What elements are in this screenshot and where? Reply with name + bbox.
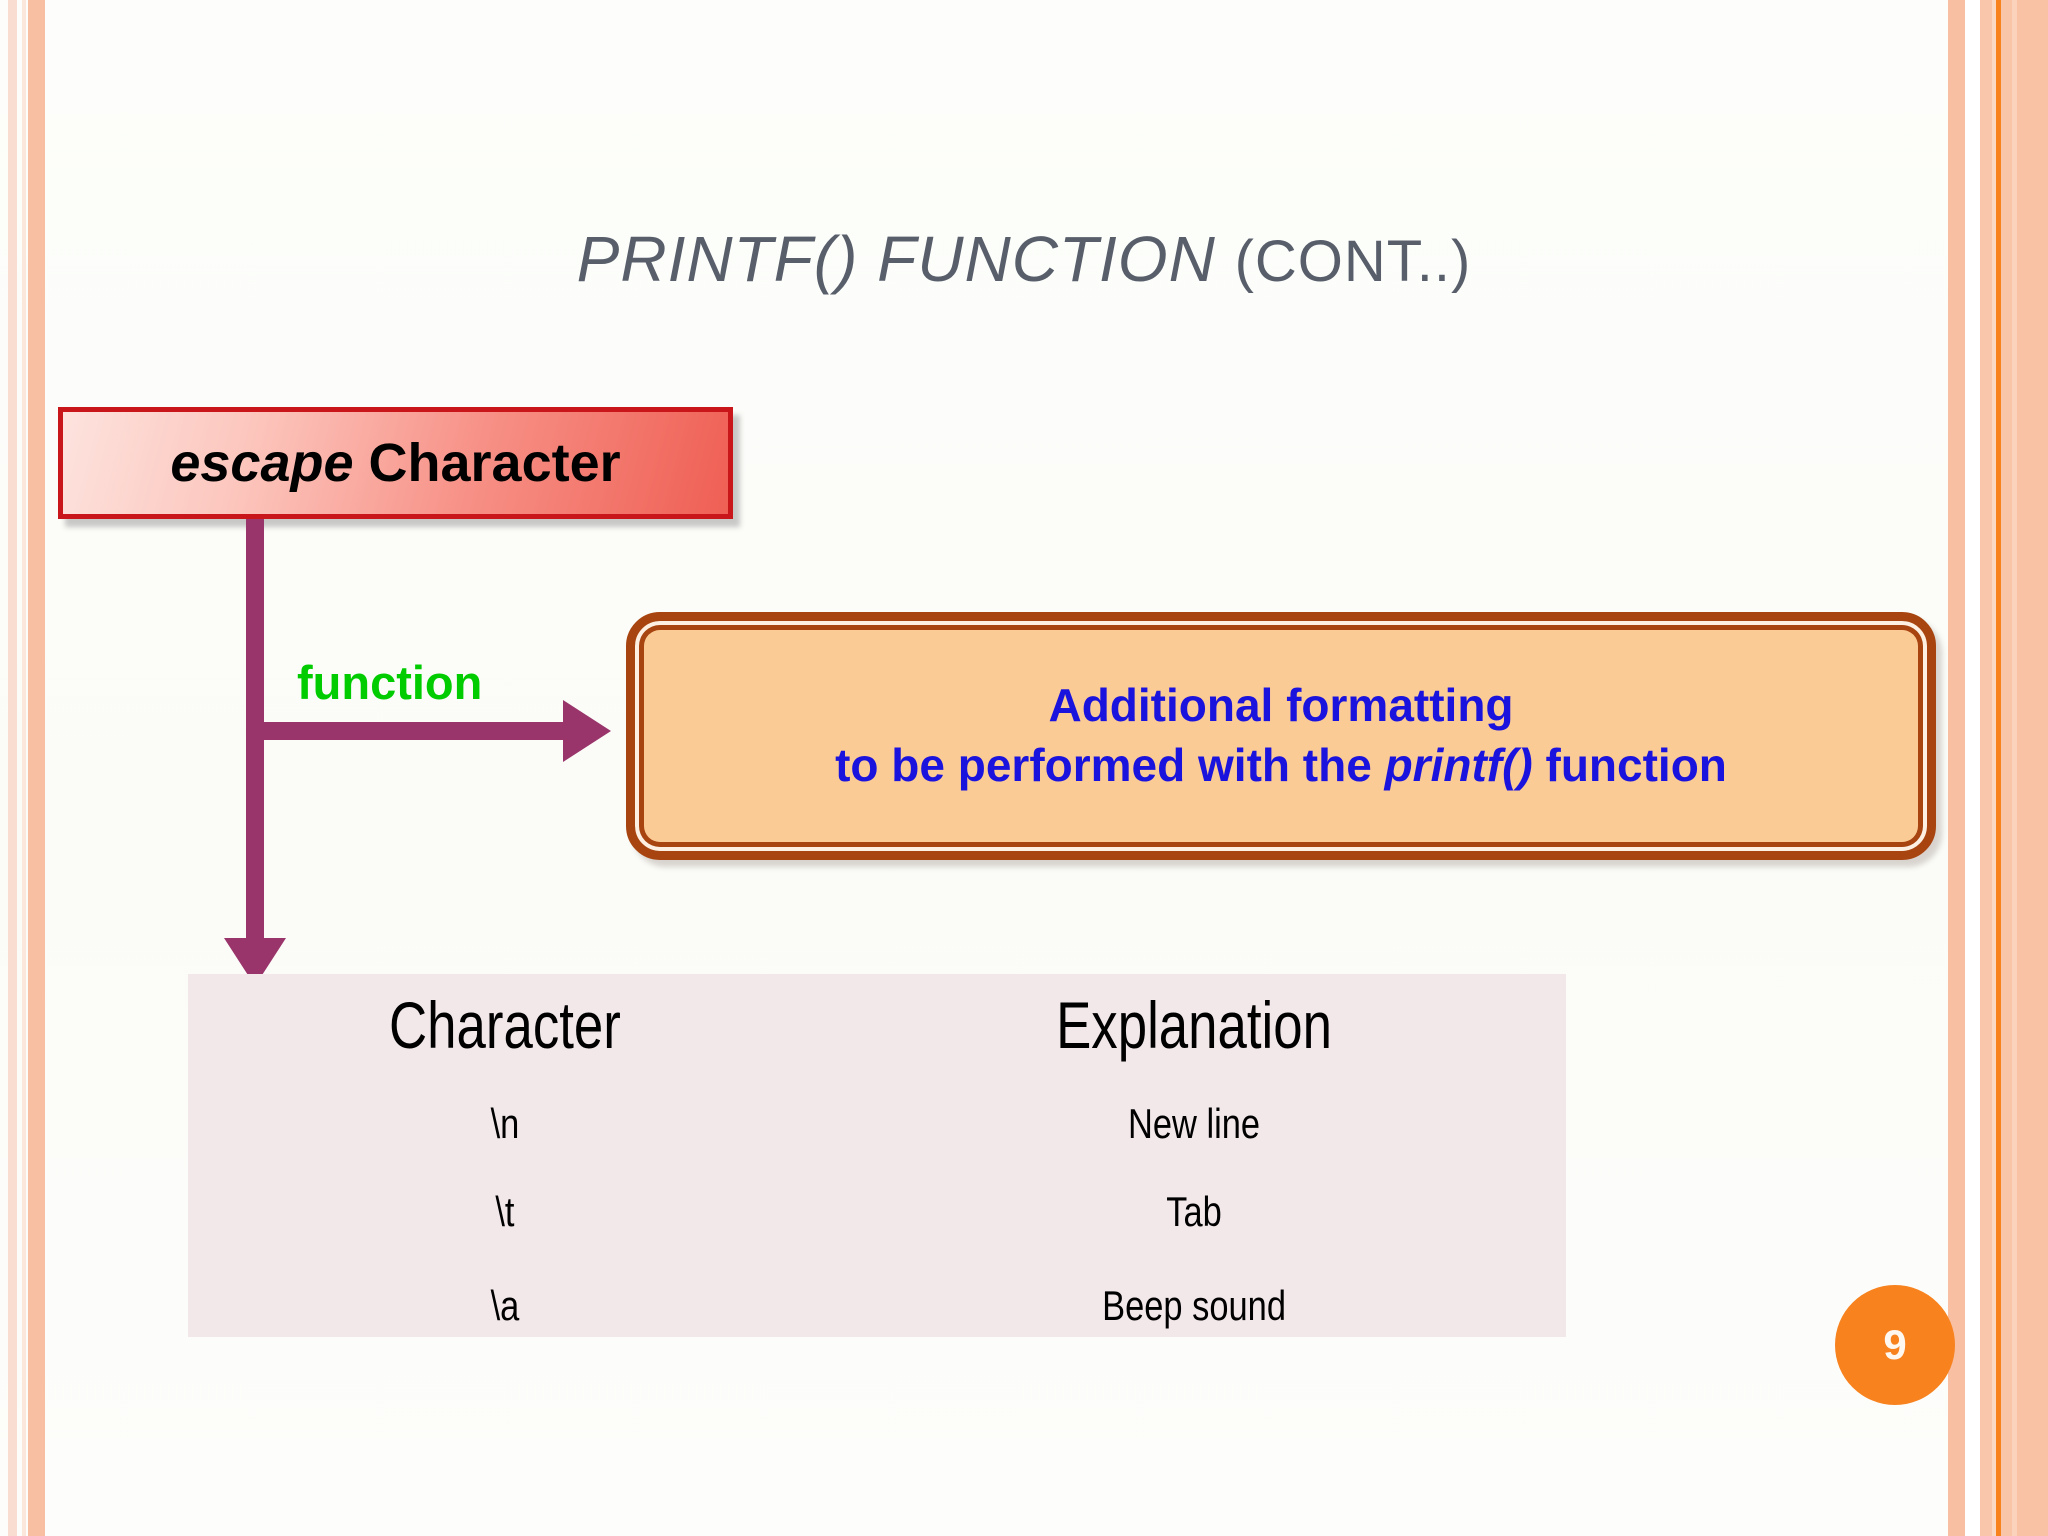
table-cell-explanation: Tab xyxy=(1166,1188,1222,1235)
additional-formatting-box: Additional formatting to be performed wi… xyxy=(626,612,1936,860)
table-cell-character: \a xyxy=(490,1282,520,1329)
table-header-character: Character xyxy=(389,988,621,1062)
escape-character-table: Character Explanation \n New line \t Tab… xyxy=(188,974,1566,1337)
escape-character-label: escape Character xyxy=(170,436,620,490)
table-cell-explanation: New line xyxy=(1127,1100,1260,1147)
escape-character-box: escape Character xyxy=(58,407,733,519)
printf-keyword: printf() xyxy=(1384,739,1533,791)
right-edge-stripe-5 xyxy=(2012,0,2017,1536)
additional-formatting-text: Additional formatting to be performed wi… xyxy=(835,676,1727,796)
right-edge-stripe-gap xyxy=(1965,0,1980,1536)
table-cell-explanation: Beep sound xyxy=(1102,1282,1286,1329)
table-header-row: Character Explanation xyxy=(188,974,1566,1076)
table-cell-character: \n xyxy=(490,1100,520,1147)
left-edge-stripe-3 xyxy=(28,0,45,1536)
right-edge-accent-line xyxy=(1996,0,2001,1536)
page-number-badge: 9 xyxy=(1835,1285,1955,1405)
function-annotation-label: function xyxy=(297,656,483,709)
escape-keyword: escape xyxy=(170,433,354,493)
right-edge-stripe-3 xyxy=(1992,0,1996,1536)
page-number: 9 xyxy=(1883,1321,1907,1368)
right-edge-stripe-6 xyxy=(2017,0,2048,1536)
slide-title-continuation: (CONT..) xyxy=(1234,229,1472,294)
info-line-2-before: to be performed with the xyxy=(835,739,1385,791)
left-edge-stripe-1 xyxy=(8,0,17,1536)
table-header-explanation: Explanation xyxy=(1055,988,1332,1062)
right-edge-stripe-4 xyxy=(2001,0,2012,1536)
left-edge-stripe-2 xyxy=(22,0,26,1536)
slide-title-main: PRINTF() FUNCTION xyxy=(576,223,1235,295)
right-edge-stripe-2 xyxy=(1980,0,1992,1536)
info-line-2-after: function xyxy=(1532,739,1727,791)
table-row: \t Tab xyxy=(188,1172,1566,1252)
arrow-right-icon xyxy=(563,700,611,762)
connector-horizontal-line xyxy=(246,722,566,740)
right-edge-stripe-1 xyxy=(1948,0,1965,1536)
slide-title: PRINTF() FUNCTION (CONT..) xyxy=(0,222,2048,296)
table-row: \n New line xyxy=(188,1084,1566,1164)
character-word: Character xyxy=(353,433,621,493)
info-line-1: Additional formatting xyxy=(1048,679,1514,732)
table-row: \a Beep sound xyxy=(188,1266,1566,1346)
table-cell-character: \t xyxy=(495,1188,515,1235)
